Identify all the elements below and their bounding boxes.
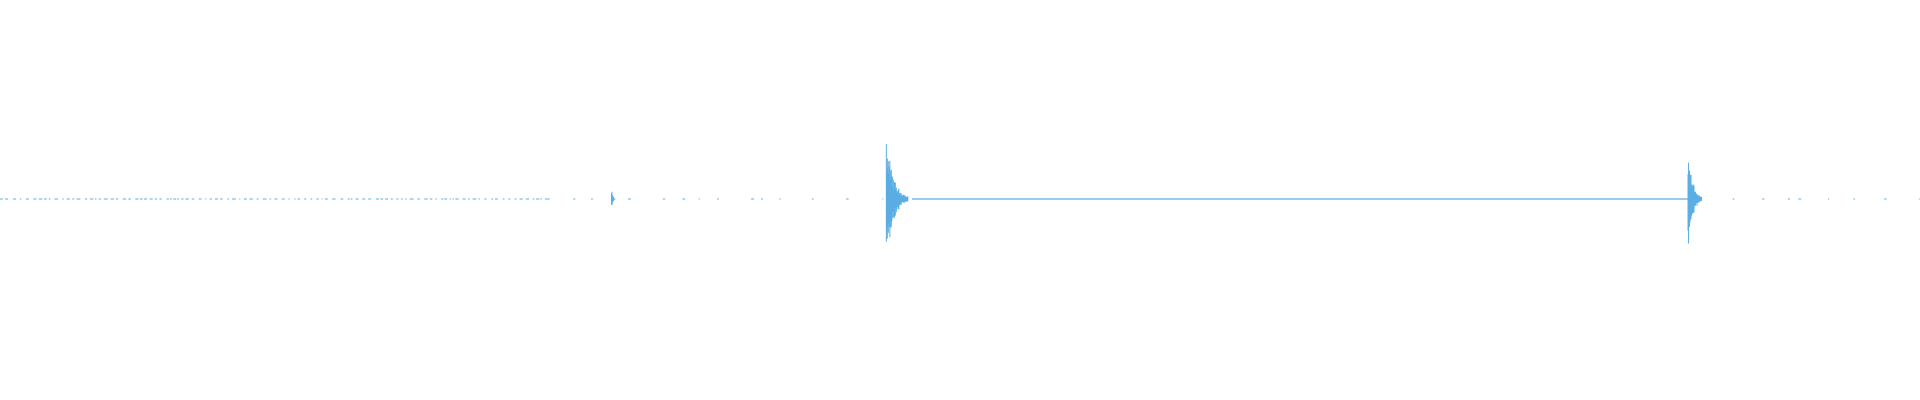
waveform <box>0 144 1920 244</box>
